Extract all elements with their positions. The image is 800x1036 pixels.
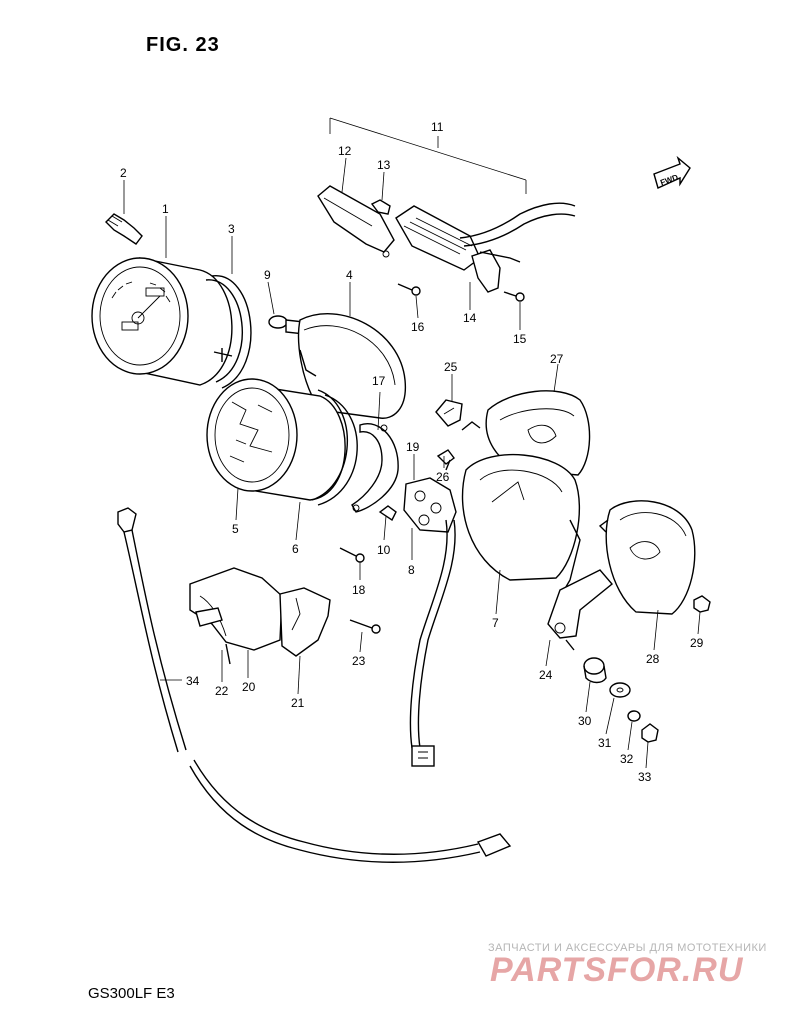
washer-part-31 (609, 682, 631, 698)
assembly-bracket-11 (329, 117, 527, 194)
callout-30: 30 (578, 714, 592, 728)
cover-part-28 (598, 500, 696, 615)
callout-4: 4 (346, 268, 353, 282)
nut-part-33 (641, 723, 659, 743)
callout-33: 33 (638, 770, 652, 784)
lamp-holders-8-10-19 (378, 459, 457, 533)
indicator-assembly-12-13-14 (317, 185, 576, 293)
callout-labels: 1 2 3 4 5 6 7 8 9 10 11 12 13 14 15 16 1… (120, 120, 704, 784)
callout-32: 32 (620, 752, 634, 766)
nut-part-29 (693, 595, 711, 613)
callout-3: 3 (228, 222, 235, 236)
ring-part-3 (205, 275, 252, 389)
figure-title: FIG. 23 (146, 34, 220, 56)
callout-21: 21 (291, 696, 305, 710)
callout-8: 8 (408, 563, 415, 577)
callout-31: 31 (598, 736, 612, 750)
callout-10: 10 (377, 543, 391, 557)
bulb-part-26 (436, 449, 455, 465)
callout-1: 1 (162, 202, 169, 216)
callout-25: 25 (444, 360, 458, 374)
speedometer-part-1 (91, 257, 233, 386)
housing-part-7 (461, 453, 581, 605)
callout-6: 6 (292, 542, 299, 556)
tachometer-part-5 (206, 378, 346, 501)
ring-part-6 (311, 389, 358, 506)
cable-part-34 (117, 507, 512, 863)
callout-14: 14 (463, 311, 477, 325)
callout-18: 18 (352, 583, 366, 597)
screw-part-18 (339, 547, 365, 563)
screw-part-15 (503, 291, 525, 302)
callout-26: 26 (436, 470, 450, 484)
callout-27: 27 (550, 352, 564, 366)
plate-part-17 (351, 423, 399, 513)
washer-part-32 (627, 710, 641, 722)
callout-2: 2 (120, 166, 127, 180)
callout-17: 17 (372, 374, 386, 388)
callout-29: 29 (690, 636, 704, 650)
cushion-part-30 (583, 657, 607, 684)
callout-20: 20 (242, 680, 256, 694)
case-part-4 (297, 313, 406, 419)
callout-23: 23 (352, 654, 366, 668)
model-code: GS300LF E3 (88, 985, 175, 1002)
callout-16: 16 (411, 320, 425, 334)
leader-lines (123, 157, 701, 769)
callout-28: 28 (646, 652, 660, 666)
callout-5: 5 (232, 522, 239, 536)
callout-22: 22 (215, 684, 229, 698)
bracket-part-20-22 (189, 567, 283, 665)
bracket-part-21 (279, 587, 331, 657)
callout-19: 19 (406, 440, 420, 454)
callout-11: 11 (431, 120, 444, 134)
socket-part-25 (435, 399, 463, 427)
callout-13: 13 (377, 158, 391, 172)
forward-arrow-icon: FWD (653, 155, 691, 189)
wire-harness (409, 519, 456, 767)
screw-part-16 (397, 283, 421, 296)
screw-part-23 (349, 619, 381, 634)
callout-7: 7 (492, 616, 499, 630)
watermark-logo: PARTSFOR.RU (490, 951, 744, 989)
callout-15: 15 (513, 332, 527, 346)
callout-24: 24 (539, 668, 553, 682)
callout-9: 9 (264, 268, 271, 282)
bracket-part-24 (547, 569, 613, 651)
callout-34: 34 (186, 674, 200, 688)
watermark-subtitle: ЗАПЧАСТИ И АКСЕССУАРЫ ДЛЯ МОТОТЕХНИКИ (488, 942, 767, 954)
cable-fitting-part-2 (105, 213, 143, 245)
callout-12: 12 (338, 144, 352, 158)
